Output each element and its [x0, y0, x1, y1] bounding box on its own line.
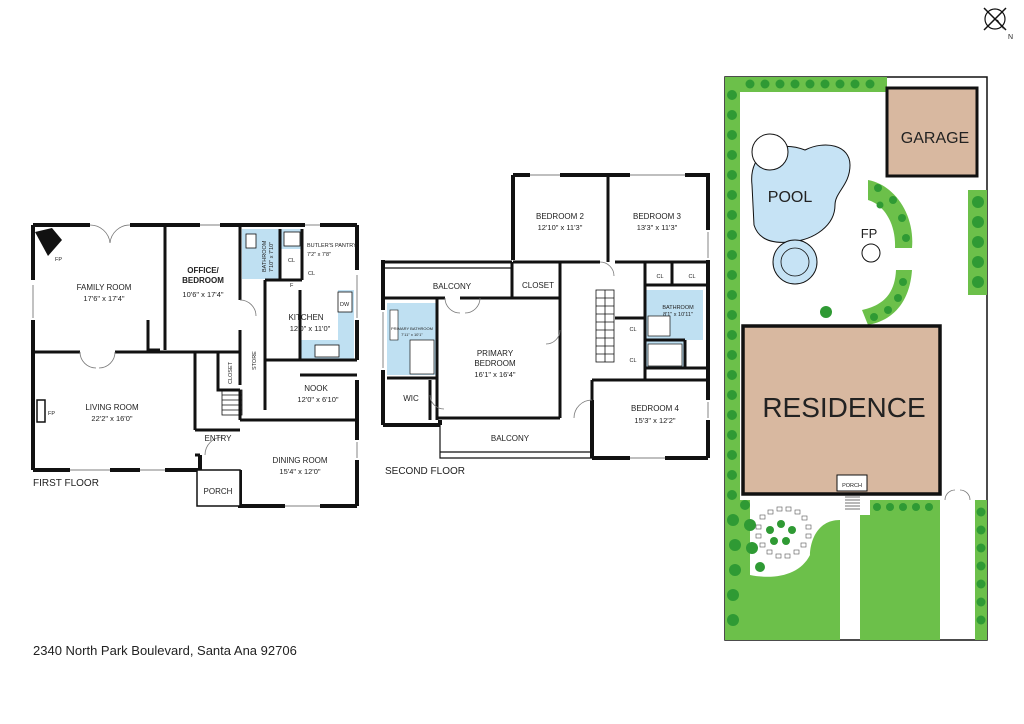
store-label: STORE: [252, 351, 258, 370]
office-label-2: BEDROOM: [182, 276, 224, 285]
living-room-label: LIVING ROOM: [85, 403, 139, 412]
cl-b-label: CL: [688, 274, 695, 280]
cl-a-label: CL: [656, 274, 663, 280]
office-label-1: OFFICE/: [187, 266, 219, 275]
second-floor-title: SECOND FLOOR: [385, 466, 465, 477]
wic-label: WIC: [403, 394, 419, 403]
garage-label: GARAGE: [901, 130, 969, 147]
dining-room-label: DINING ROOM: [272, 456, 327, 465]
dining-room-dims: 15'4" x 12'0": [279, 467, 320, 476]
balcony-top-label: BALCONY: [433, 282, 472, 291]
bedroom2-label: BEDROOM 2: [536, 212, 585, 221]
nook-label: NOOK: [304, 384, 328, 393]
closet-1-label: CLOSET: [228, 361, 234, 384]
site-fp-label: FP: [861, 226, 878, 241]
nook-dims: 12'0" x 6'10": [297, 395, 338, 404]
primary-bedroom-dims: 16'1" x 16'4": [474, 370, 515, 379]
office-dims: 10'6" x 17'4": [182, 290, 223, 299]
property-address: 2340 North Park Boulevard, Santa Ana 927…: [33, 643, 297, 658]
living-room-dims: 22'2" x 16'0": [91, 414, 132, 423]
family-room-label: FAMILY ROOM: [77, 283, 132, 292]
compass-north-label: N: [1008, 34, 1013, 41]
compass-icon: N: [983, 7, 1013, 41]
cl-d-label: CL: [629, 358, 636, 364]
cl-c-label: CL: [629, 327, 636, 333]
bathroom-2-label: BATHROOM: [662, 305, 694, 311]
balcony-bottom-label: BALCONY: [491, 434, 530, 443]
pool-label: POOL: [768, 189, 813, 206]
fridge-label: F: [290, 283, 294, 289]
kitchen-label: KITCHEN: [288, 313, 323, 322]
fp-family-label: FP: [55, 257, 62, 263]
bedroom4-label: BEDROOM 4: [631, 404, 680, 413]
bedroom4-dims: 15'3" x 12'2": [634, 416, 675, 425]
bedroom3-dims: 13'3" x 11'3": [637, 223, 678, 232]
bedroom3-label: BEDROOM 3: [633, 212, 682, 221]
first-floor-plan: [31, 223, 359, 508]
primary-bedroom-label-2: BEDROOM: [474, 359, 516, 368]
second-floor-plan: [381, 173, 710, 460]
bathroom-1-label: BATHROOM: [262, 240, 268, 272]
fp-living-label: FP: [48, 411, 55, 417]
bathroom-2-dims: 8'1" x 10'11": [663, 312, 693, 318]
primary-bedroom-label-1: PRIMARY: [477, 349, 514, 358]
butlers-pantry-label: BUTLER'S PANTRY: [307, 243, 357, 249]
family-room-dims: 17'6" x 17'4": [83, 294, 124, 303]
cl-label-1: CL: [288, 258, 295, 264]
butlers-pantry-dims: 7'2" x 7'8": [307, 252, 331, 258]
porch-1-label: PORCH: [204, 487, 233, 496]
dishwasher-label: DW: [340, 302, 350, 308]
primary-bathroom-dims: 7'11" x 10'1": [401, 332, 423, 337]
bedroom2-dims: 12'10" x 11'3": [538, 223, 583, 232]
kitchen-dims: 12'0" x 11'0": [290, 324, 331, 333]
primary-bathroom-label: PRIMARY BATHROOM: [391, 326, 433, 331]
closet-2-label: CLOSET: [522, 281, 554, 290]
cl-label-2: CL: [308, 271, 315, 277]
residence-label: RESIDENCE: [762, 392, 925, 423]
first-floor-title: FIRST FLOOR: [33, 478, 99, 489]
bathroom-1-dims: 7'10" x 7'10": [269, 242, 275, 272]
site-plan: [724, 76, 988, 641]
site-porch-label: PORCH: [842, 483, 862, 489]
entry-label: ENTRY: [205, 434, 233, 443]
